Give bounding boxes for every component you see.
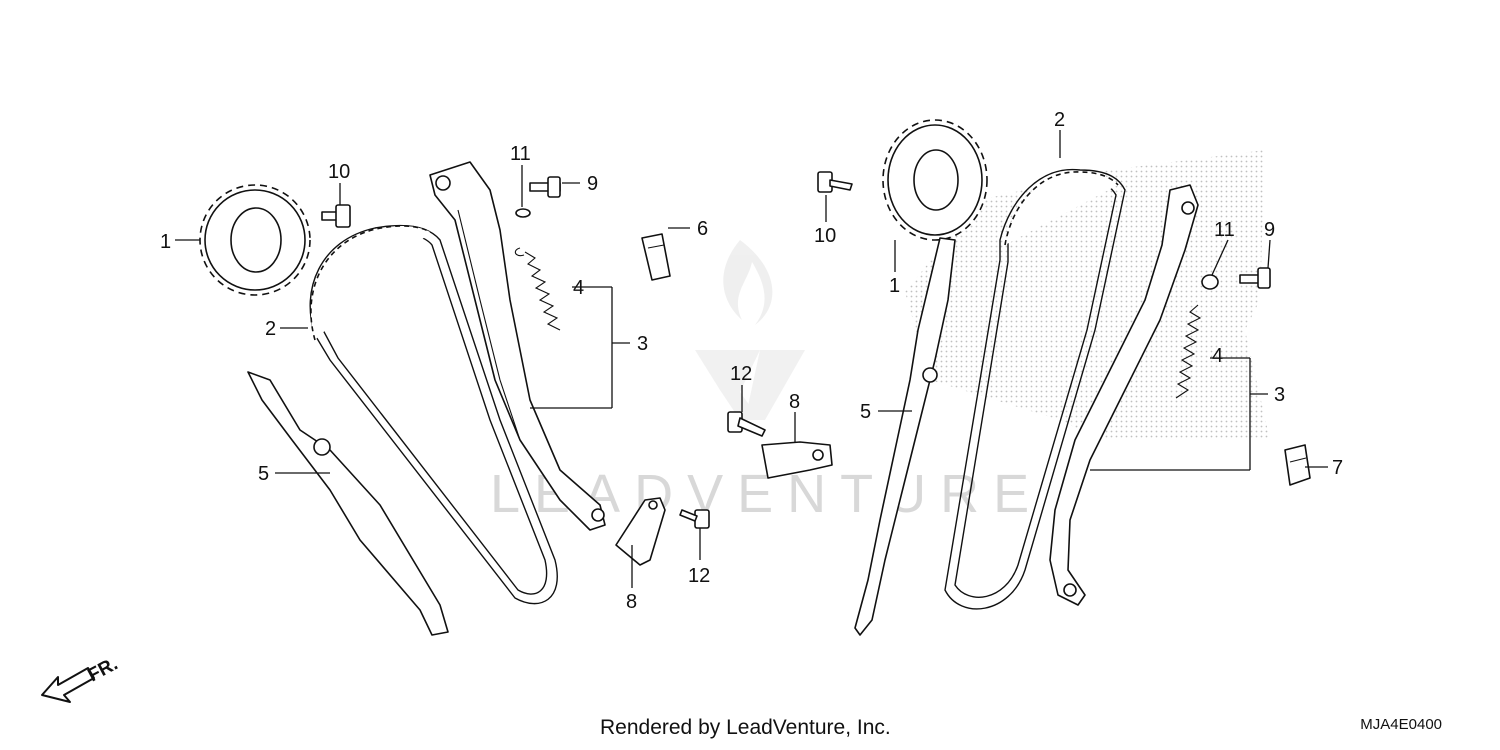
cover-plate-8-upper (761, 441, 833, 479)
tensioner-arm-left (429, 161, 606, 531)
callout-11-right: 11 (1214, 219, 1235, 241)
callout-1-left: 1 (160, 231, 171, 253)
callout-3-right: 3 (1274, 384, 1285, 406)
cover-plate-8-lower (615, 497, 666, 566)
callout-4-right: 4 (1212, 345, 1223, 367)
washer-11-right (1201, 274, 1219, 290)
diagram-code: MJA4E0400 (1360, 716, 1442, 733)
footer-credit: Rendered by LeadVenture, Inc. (600, 716, 891, 739)
callout-2-right: 2 (1054, 109, 1065, 131)
callout-3-left: 3 (637, 333, 648, 355)
cam-chain-right (944, 168, 1126, 610)
callout-10-right: 10 (814, 225, 836, 247)
cam-sprocket-left (199, 184, 311, 296)
bolt-9-left (529, 176, 561, 198)
chain-slipper-7 (1284, 444, 1311, 486)
callout-9-right: 9 (1264, 219, 1275, 241)
bolt-10-left (321, 204, 351, 228)
callout-11-left: 11 (510, 143, 531, 165)
callout-12-lower: 12 (688, 565, 710, 587)
callout-5-left: 5 (258, 463, 269, 485)
leader-lines (175, 130, 1328, 588)
chain-guide-left (247, 371, 449, 636)
callout-5-right: 5 (860, 401, 871, 423)
tensioner-arm-right (1049, 184, 1199, 606)
bolt-10-right (817, 171, 853, 193)
cam-sprocket-right (882, 119, 988, 241)
callout-9-left: 9 (587, 173, 598, 195)
callout-8-upper: 8 (789, 391, 800, 413)
callout-12-upper: 12 (730, 363, 752, 385)
chain-guide-right (854, 237, 956, 636)
tensioner-spring-right (1175, 304, 1202, 399)
bolt-12-a (727, 411, 766, 437)
tensioner-spring-left (514, 247, 561, 331)
callout-10-left: 10 (328, 161, 350, 183)
bolt-9-right (1239, 267, 1271, 289)
chain-slipper-6 (641, 233, 671, 281)
callout-labels-left: 1 2 3 4 5 6 8 9 10 11 12 12 (160, 143, 800, 587)
watermark-logo (695, 240, 805, 420)
callout-labels-right: 1 2 3 4 5 7 9 10 11 (814, 109, 1343, 479)
cam-chain-left (309, 225, 558, 605)
callout-8-lower: 8 (626, 591, 637, 613)
bolt-12-b (679, 509, 710, 529)
callout-4-left: 4 (573, 277, 584, 299)
front-direction-arrow: FR. (41, 654, 121, 703)
washer-11-left (515, 208, 531, 218)
callout-2-left: 2 (265, 318, 276, 340)
callout-7: 7 (1332, 457, 1343, 479)
front-direction-label: FR. (84, 654, 121, 687)
callout-6: 6 (697, 218, 708, 240)
callout-1-right: 1 (889, 275, 900, 297)
